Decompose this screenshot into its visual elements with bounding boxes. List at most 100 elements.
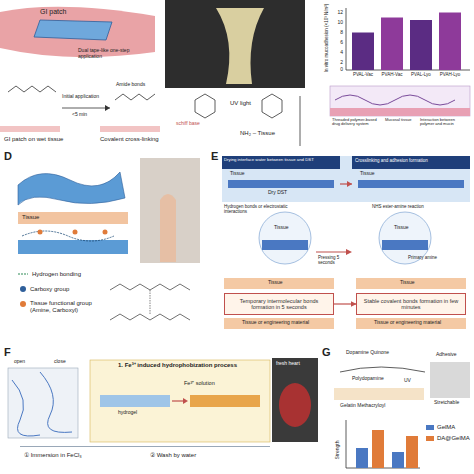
panel-letter: F [4,346,11,358]
figure-label: schiff base [176,121,200,127]
figure-label: 4 [340,50,343,56]
figure-label: Tissue [230,171,245,177]
figure-label: Tissue [360,171,375,177]
functional-group [103,230,108,235]
arrow-head [105,105,110,111]
material-band [356,318,466,329]
chemical-structure [110,314,190,320]
figure-label: PVAH-Vac [382,73,403,78]
figure-label: In vitro mucoadhesion (×10³ N/m²) [325,4,330,72]
network-illustration [8,368,78,438]
figure-label: Tissue [394,225,409,231]
figure-label: 2 [340,60,343,66]
photo-background [165,0,305,88]
figure-label: Tissue [268,280,283,286]
y-axis [346,420,347,468]
header-band [352,156,470,169]
figure-label: GI patch [40,8,66,16]
polymer-chain [8,86,56,92]
legend-entry: GelMA [426,424,455,430]
figure-label: UV [404,378,411,384]
schematic-box [330,86,470,116]
figure-label: Fe³⁺ solution [184,380,215,386]
figure-label: PVAL-Vac [353,73,373,78]
tissue-surface [18,172,125,205]
figure-label: Adhesive [436,352,457,358]
arrow-head [347,181,352,187]
polymer-chain [12,372,72,436]
functional-group [38,230,43,235]
hydrogel-layer [100,395,170,407]
finger-photo [160,194,176,262]
legend-symbol [20,301,26,307]
figure-label: Covalent cross-linking [100,136,159,143]
figure-label: hydrogel [118,410,137,416]
figure-label: Initial application [62,94,99,100]
polymer-band [334,388,424,400]
figure-label: Hydrogen bonds or electrostatic interact… [224,205,304,215]
figure-label: Drying interface water between tissue an… [224,158,340,163]
reaction-arrow [340,367,425,372]
figure-label: Polydopamine [352,376,384,382]
figure-label: Tissue [22,168,39,175]
figure-label: NH₂ – Tissue [240,130,275,137]
y-axis [346,8,347,70]
dst-layer [358,180,464,188]
bar [356,448,368,468]
figure-label: Primary amine [408,256,437,261]
legend-symbol [20,286,26,292]
tissue-band [224,278,334,289]
tissue-band [356,278,466,289]
arrow-head [183,398,188,404]
panel-letter: G [322,346,331,358]
bar [392,452,404,468]
figure-label: Amide bonds [116,82,145,88]
polymer-chain [115,94,155,100]
catechol-ring [262,94,282,118]
legend-text: DA@GelMA [437,435,470,441]
legend-line [18,274,28,275]
process-box [90,360,270,442]
figure-label: Pressing 5 seconds [318,256,354,266]
bar [410,20,432,70]
bar [381,18,403,71]
patch-illustration [34,20,112,40]
photo-background [430,362,470,398]
figure-label: NHS ester-amine reaction [372,205,424,210]
figure-label: Strength [335,441,341,460]
dst-layer [228,180,334,188]
figure-label: UV light [230,100,251,107]
mucosa-band [330,108,470,116]
figure-label: 6 [340,40,343,46]
figure-label: ① Immersion in FeCl₃ [24,452,82,459]
bar [352,33,374,71]
figure-label: fresh heart [276,361,300,367]
figure-label: Tissue [274,225,289,231]
functional-group [73,230,78,235]
figure-label: Crosslinking and adhesion formation [355,159,467,164]
figure-label: Tissue or engineering material [374,320,441,326]
bracket-line [300,96,301,146]
figure-label: Tissue [400,280,415,286]
arrow-head [346,249,352,255]
process-box: Stable covalent bonds formation in few m… [356,293,466,315]
gel-photo [216,8,264,84]
divider-line [20,446,270,447]
material-band [224,318,334,329]
catechol-ring [195,94,215,118]
figure-label: Interaction between polymer and mucin [420,118,470,127]
bar [439,13,461,71]
bar [372,430,384,468]
bar [406,436,418,468]
legend-swatch [426,436,434,441]
chemical-structure [110,284,190,290]
photo-background [272,358,318,442]
legend-entry: DA@GelMA [426,435,470,441]
polymer-thread [335,95,455,105]
figure-label: Mucosal tissue [385,118,411,122]
figure-label: GI patch on wet tissue [4,136,63,143]
hydrogel-band [18,240,128,254]
figure-label: PVAH-Lyo [440,73,461,78]
